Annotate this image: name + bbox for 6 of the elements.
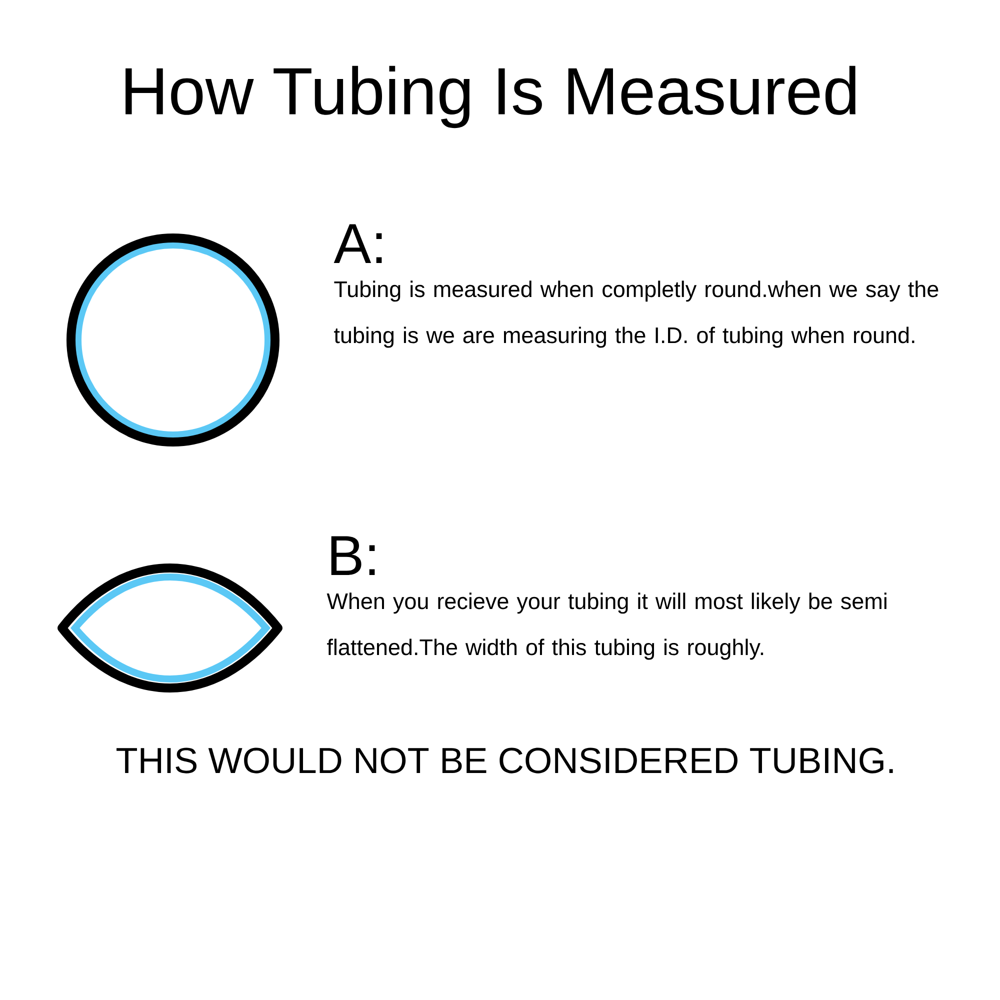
title: How Tubing Is Measured [126, 66, 856, 128]
description: Tubing is measured when completly round.when we say the tubing is we are measuring the I.D. of tubing when round. [334, 280, 938, 348]
description: When you recieve your tubing it will most likely be semi flattened.The width of this tubing is roughly. [326, 592, 886, 660]
section-letter: B: [331, 536, 375, 575]
note: THIS WOULD NOT BE CONSIDERED TUBING. [116, 748, 893, 774]
section-letter: A: [334, 224, 382, 263]
